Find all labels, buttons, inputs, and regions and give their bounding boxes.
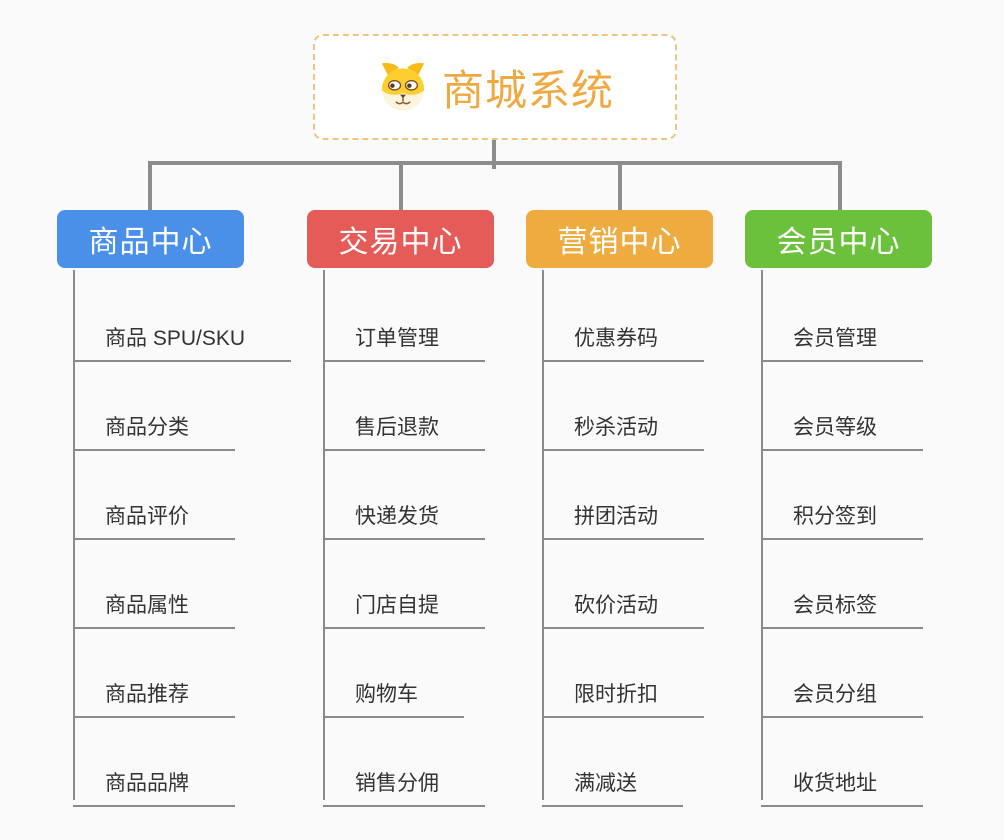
leaf-node[interactable]: 秒杀活动 <box>542 411 704 451</box>
branch-spine-trade <box>323 270 325 800</box>
connector-drop-product <box>148 161 152 210</box>
leaf-node[interactable]: 会员标签 <box>761 589 923 629</box>
leaf-node[interactable]: 商品分类 <box>73 411 235 451</box>
leaf-node[interactable]: 销售分佣 <box>323 767 485 807</box>
connector-drop-member <box>838 161 842 210</box>
leaf-node[interactable]: 优惠券码 <box>542 322 704 362</box>
leaf-node[interactable]: 积分签到 <box>761 500 923 540</box>
leaf-node[interactable]: 售后退款 <box>323 411 485 451</box>
leaf-node[interactable]: 快递发货 <box>323 500 485 540</box>
root-node-label: 商城系统 <box>441 66 614 114</box>
branch-spine-member <box>761 270 763 800</box>
branch-node-member-center[interactable]: 会员中心 <box>745 210 932 268</box>
connector-root-stem <box>492 140 496 169</box>
root-node[interactable]: 商城系统 <box>313 34 677 140</box>
leaf-node[interactable]: 会员分组 <box>761 678 923 718</box>
branch-spine-product <box>73 270 75 800</box>
leaf-node[interactable]: 商品 SPU/SKU <box>73 322 292 362</box>
leaf-node[interactable]: 门店自提 <box>323 589 485 629</box>
leaf-node[interactable]: 砍价活动 <box>542 589 704 629</box>
leaf-node[interactable]: 订单管理 <box>323 322 485 362</box>
leaf-node[interactable]: 商品属性 <box>73 589 235 629</box>
connector-horizontal-bar <box>148 161 842 165</box>
leaf-node[interactable]: 拼团活动 <box>542 500 704 540</box>
connector-drop-marketing <box>618 161 622 210</box>
connector-drop-trade <box>399 161 403 210</box>
leaf-node[interactable]: 会员管理 <box>761 322 923 362</box>
branch-node-trade-center[interactable]: 交易中心 <box>307 210 494 268</box>
leaf-node[interactable]: 商品品牌 <box>73 767 235 807</box>
leaf-node[interactable]: 购物车 <box>323 678 464 718</box>
leaf-node[interactable]: 商品评价 <box>73 500 235 540</box>
dog-face-icon <box>381 63 425 111</box>
leaf-node[interactable]: 收货地址 <box>761 767 923 807</box>
branch-node-product-center[interactable]: 商品中心 <box>57 210 244 268</box>
branch-spine-marketing <box>542 270 544 800</box>
leaf-node[interactable]: 商品推荐 <box>73 678 235 718</box>
leaf-node[interactable]: 会员等级 <box>761 411 923 451</box>
leaf-node[interactable]: 限时折扣 <box>542 678 704 718</box>
branch-node-marketing-center[interactable]: 营销中心 <box>526 210 713 268</box>
leaf-node[interactable]: 满减送 <box>542 767 683 807</box>
